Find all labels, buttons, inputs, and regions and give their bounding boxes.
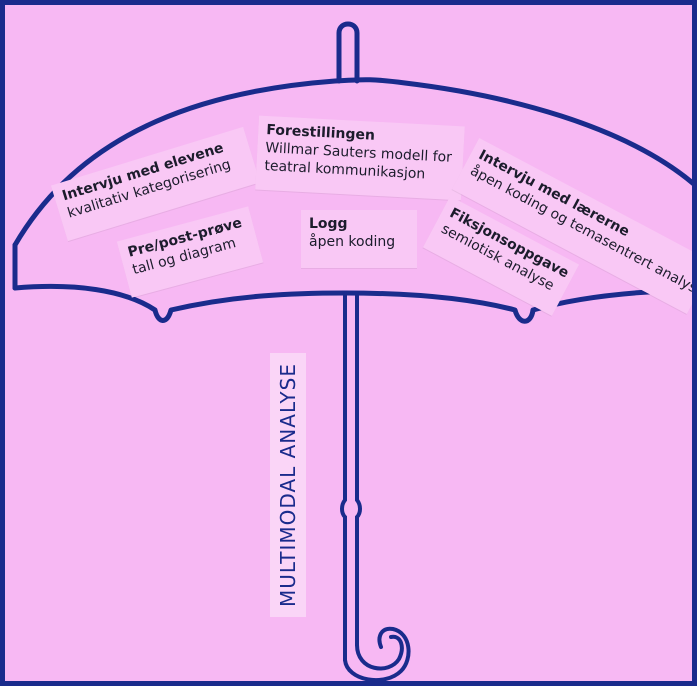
card-subtitle: åpen koding xyxy=(309,233,409,251)
umbrella-shaft-inner xyxy=(357,295,360,645)
card-performance: Forestillingen Willmar Sauters modell fo… xyxy=(255,116,465,201)
umbrella-illustration xyxy=(5,5,697,686)
umbrella-tip xyxy=(339,24,357,81)
card-log: Logg åpen koding xyxy=(301,210,417,268)
handle-label: MULTIMODAL ANALYSE xyxy=(270,353,306,617)
card-title: Logg xyxy=(309,216,409,233)
umbrella-shaft xyxy=(342,295,345,660)
